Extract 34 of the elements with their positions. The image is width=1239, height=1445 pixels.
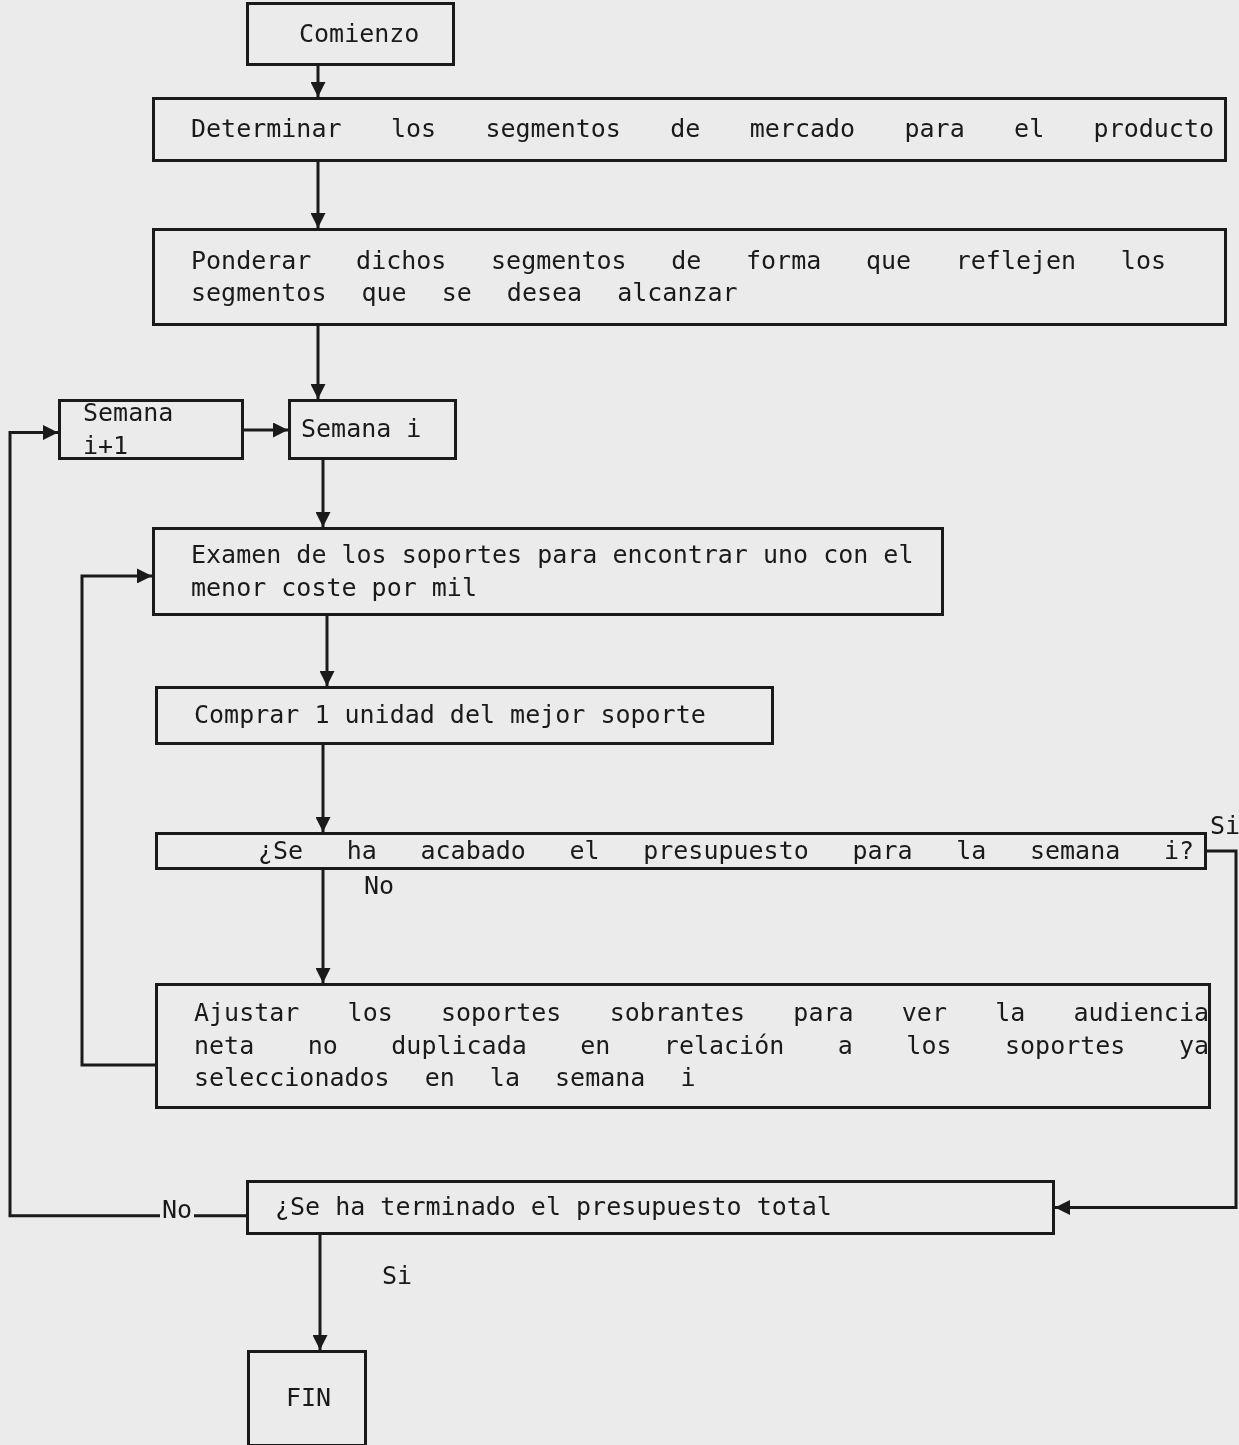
box-text: Comienzo <box>299 17 421 50</box>
process-box <box>288 399 457 460</box>
box-text: Comprar 1 unidad del mejor soporte <box>194 699 707 732</box>
arrow <box>80 568 155 1067</box>
box-text: FIN <box>286 1382 333 1415</box>
process-box <box>155 832 1207 870</box>
arrow <box>244 422 288 438</box>
process-box <box>155 686 774 745</box>
process-box <box>152 97 1227 162</box>
process-box <box>152 228 1227 326</box>
box-text: Semana i <box>301 413 423 446</box>
process-box <box>155 983 1211 1109</box>
process-box <box>152 527 944 616</box>
arrow <box>310 162 326 228</box>
box-text: Examen de los soportes para encontrar uno con el menor coste por mil <box>191 539 915 604</box>
box-text: Ponderar dichos segmentos de forma que reflejen los segmentos que se desea alcanzar <box>191 244 1166 309</box>
box-text: Ajustar los soportes sobrantes para ver la audiencia neta no duplicada en relación a los soportes ya seleccionados en la semana i <box>194 997 1209 1095</box>
arrow <box>312 1235 328 1350</box>
arrow <box>310 66 326 97</box>
arrow <box>315 870 331 983</box>
process-box <box>58 399 244 460</box>
arrow <box>315 460 331 527</box>
box-text: ¿Se ha terminado el presupuesto total <box>275 1191 833 1224</box>
arrow <box>315 745 331 832</box>
arrow <box>1055 849 1238 1215</box>
process-box <box>246 2 455 66</box>
process-box <box>246 1180 1055 1235</box>
box-text: Semana i+1 <box>83 397 175 462</box>
box-text: ¿Se ha acabado el presupuesto para la semana i? <box>258 837 1194 865</box>
arrow <box>319 616 335 686</box>
arrow <box>8 425 246 1218</box>
box-text: Determinar los segmentos de mercado para el producto <box>191 113 1214 146</box>
process-box <box>247 1350 367 1445</box>
arrow <box>310 326 326 399</box>
